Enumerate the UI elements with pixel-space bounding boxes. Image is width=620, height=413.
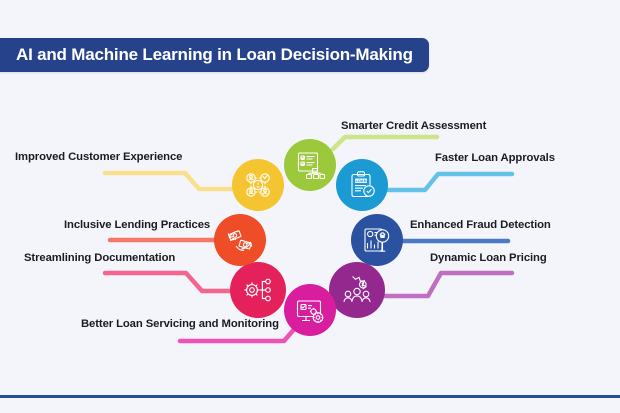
node-better-loan-servicing-and-monitoring[interactable] — [284, 284, 336, 336]
node-enhanced-fraud-detection[interactable] — [351, 214, 403, 266]
money-handoff-icon — [224, 224, 256, 256]
node-inclusive-lending-practices[interactable] — [214, 214, 266, 266]
connector-streamlining-documentation — [102, 270, 243, 294]
label-better-loan-servicing-and-monitoring: Better Loan Servicing and Monitoring — [81, 318, 279, 330]
team-pricing-icon — [340, 273, 374, 307]
page-title-text: AI and Machine Learning in Loan Decision… — [16, 45, 413, 64]
node-faster-loan-approvals[interactable]: LOAN — [336, 159, 388, 211]
people-network-icon — [242, 169, 274, 201]
label-streamlining-documentation: Streamlining Documentation — [24, 252, 176, 264]
label-improved-customer-experience: Improved Customer Experience — [15, 151, 183, 163]
label-dynamic-loan-pricing: Dynamic Loan Pricing — [430, 252, 547, 264]
fraud-magnifier-chart-icon — [361, 224, 393, 256]
node-streamlining-documentation[interactable] — [230, 262, 286, 318]
node-smarter-credit-assessment[interactable] — [284, 139, 336, 191]
connector-dynamic-loan-pricing — [382, 270, 515, 299]
connector-faster-loan-approvals — [385, 171, 515, 193]
connector-better-loan-servicing — [177, 324, 299, 344]
gear-workflow-icon — [241, 273, 275, 307]
connector-improved-customer-experience — [102, 170, 243, 192]
footer-rule — [0, 395, 620, 398]
monitor-settings-icon — [294, 294, 326, 326]
loan-clipboard-approved-icon: LOAN — [346, 169, 378, 201]
label-inclusive-lending-practices: Inclusive Lending Practices — [64, 219, 211, 231]
svg-text:LOAN: LOAN — [355, 178, 366, 183]
node-improved-customer-experience[interactable] — [232, 159, 284, 211]
node-dynamic-loan-pricing[interactable] — [329, 262, 385, 318]
label-enhanced-fraud-detection: Enhanced Fraud Detection — [410, 219, 551, 231]
label-faster-loan-approvals: Faster Loan Approvals — [435, 152, 555, 164]
connector-smarter-credit-assessment — [330, 134, 440, 152]
checklist-hierarchy-icon — [294, 149, 326, 181]
page-title: AI and Machine Learning in Loan Decision… — [0, 38, 429, 72]
label-smarter-credit-assessment: Smarter Credit Assessment — [341, 120, 487, 132]
